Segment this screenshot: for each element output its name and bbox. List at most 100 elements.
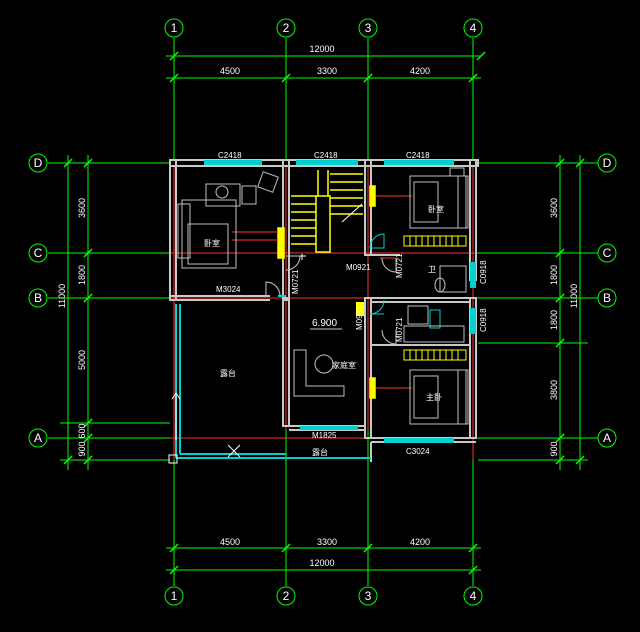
axis-label-top-4: 4 (470, 21, 477, 35)
room-terrace: 露台 (220, 368, 236, 378)
axis-label-right-a: A (603, 431, 611, 445)
bed-master-blanket (413, 375, 439, 419)
tag-window-top-2: C2418 (314, 151, 338, 160)
tag-door-stair-left: M0721 (291, 269, 300, 294)
axis-label-bottom-4: 4 (470, 589, 477, 603)
axis-label-left-b: B (34, 291, 42, 305)
tag-window-top-3: C2418 (406, 151, 430, 160)
axis-labels: 1 2 3 4 1 2 3 4 D C B A D C B A (34, 21, 612, 603)
dim-left-span-1: 3600 (77, 198, 87, 218)
dim-left-span-4: 600 (77, 423, 87, 438)
staircase (277, 170, 376, 399)
wardrobe-hatch (409, 236, 459, 360)
dim-top-span-3: 4200 (410, 66, 430, 76)
door-swing-bath-upper (381, 257, 397, 273)
coffee-table (314, 354, 334, 374)
dim-right-total: 11000 (569, 284, 579, 308)
dim-top-span-1: 4500 (220, 66, 240, 76)
toilet-upper (434, 277, 446, 293)
terrace-outline (175, 295, 371, 459)
tag-window-top-1: C2418 (218, 151, 242, 160)
grid-axis-lines (48, 40, 598, 585)
wardrobes (403, 235, 467, 361)
dim-top-total: 12000 (309, 44, 334, 54)
room-bath: 卫 (428, 265, 436, 274)
window-bottom-right (384, 438, 454, 443)
window-top-3 (384, 160, 454, 165)
window-right-lower (470, 308, 476, 334)
axis-label-left-a: A (34, 431, 42, 445)
room-labels: 卧室 卧室 卫 家庭室 主卧 露台 露台 (204, 204, 444, 457)
furniture-master-bedroom (409, 369, 469, 425)
axis-bubbles (28, 18, 617, 606)
window-right-upper (470, 262, 476, 288)
opening-tags: C2418 C2418 C2418 C3024 C0918 C0918 M302… (216, 151, 488, 456)
furniture-family-room (293, 302, 364, 397)
dim-bottom-span-1: 4500 (220, 537, 240, 547)
toilet-lower (429, 309, 441, 329)
bathtub-upper (439, 265, 467, 293)
axis-label-top-1: 1 (171, 21, 178, 35)
dim-left-span-5: 900 (77, 441, 87, 456)
tag-door-stair-right: M0921 (346, 263, 371, 272)
bed-left-headboard (177, 203, 191, 259)
dim-left-span-3: 5000 (77, 350, 87, 370)
armchair-left (257, 171, 279, 193)
axis-label-bottom-1: 1 (171, 589, 178, 603)
axis-label-bottom-3: 3 (365, 589, 372, 603)
sink-lower (407, 305, 429, 325)
tag-window-bottom-right: C3024 (406, 447, 430, 456)
tag-window-right-upper: C0918 (479, 260, 488, 284)
terrace-corner-marker (168, 454, 178, 464)
tag-door-bedroom-left: M3024 (216, 285, 241, 294)
dim-bottom-total: 12000 (309, 558, 334, 568)
bed-master-headboard (457, 369, 469, 425)
sofa-l-shaped (293, 349, 345, 397)
door-swing-bedroom-left (265, 281, 281, 297)
dim-right-span-3: 1800 (549, 310, 559, 330)
axis-label-left-c: C (34, 246, 43, 260)
room-bedroom-right: 卧室 (428, 204, 444, 214)
axis-label-right-c: C (603, 246, 612, 260)
side-table-left (241, 185, 257, 205)
bed-master (409, 369, 467, 425)
dim-right-span-4: 3800 (549, 380, 559, 400)
window-top-1 (204, 160, 262, 165)
dim-bottom-span-2: 3300 (317, 537, 337, 547)
nightstand-right (449, 167, 465, 177)
door-bottom-glass (300, 426, 358, 430)
desk-left (205, 183, 241, 207)
leader-lines (232, 195, 412, 389)
bed-right-blanket (413, 181, 439, 223)
room-bedroom-left: 卧室 (204, 238, 220, 248)
tag-door-bath-lower: M0721 (395, 317, 404, 342)
axis-label-top-2: 2 (283, 21, 290, 35)
dimension-lines (48, 38, 598, 586)
tag-door-bath-upper: M0721 (395, 253, 404, 278)
door-swing-bath-lower (381, 329, 397, 345)
dim-right-span-1: 3600 (549, 198, 559, 218)
chair-left (215, 185, 229, 199)
door-swing-center (369, 299, 385, 315)
room-balcony: 露台 (312, 447, 328, 457)
center-light (356, 302, 364, 316)
shower-lower (403, 325, 465, 343)
axis-label-left-d: D (34, 156, 43, 170)
axis-label-right-d: D (603, 156, 612, 170)
dim-bottom-span-3: 4200 (410, 537, 430, 547)
windows (204, 160, 476, 443)
furniture-left-bedroom (177, 171, 279, 269)
room-family: 家庭室 (332, 360, 356, 370)
bed-left-blanket (187, 223, 229, 265)
bed-right (409, 175, 467, 229)
tag-door-center: M0921 (355, 305, 364, 330)
window-top-2 (296, 160, 358, 165)
axis-label-right-b: B (603, 291, 611, 305)
door-swing-stair (285, 255, 301, 271)
tag-window-right-lower: C0918 (479, 308, 488, 332)
dimension-texts: 12000 4500 3300 4200 4500 3300 4200 1200… (57, 44, 579, 568)
dimension-ticks (63, 51, 585, 575)
door-swing-bedroom-right (369, 233, 385, 249)
dim-left-total: 11000 (57, 284, 67, 308)
